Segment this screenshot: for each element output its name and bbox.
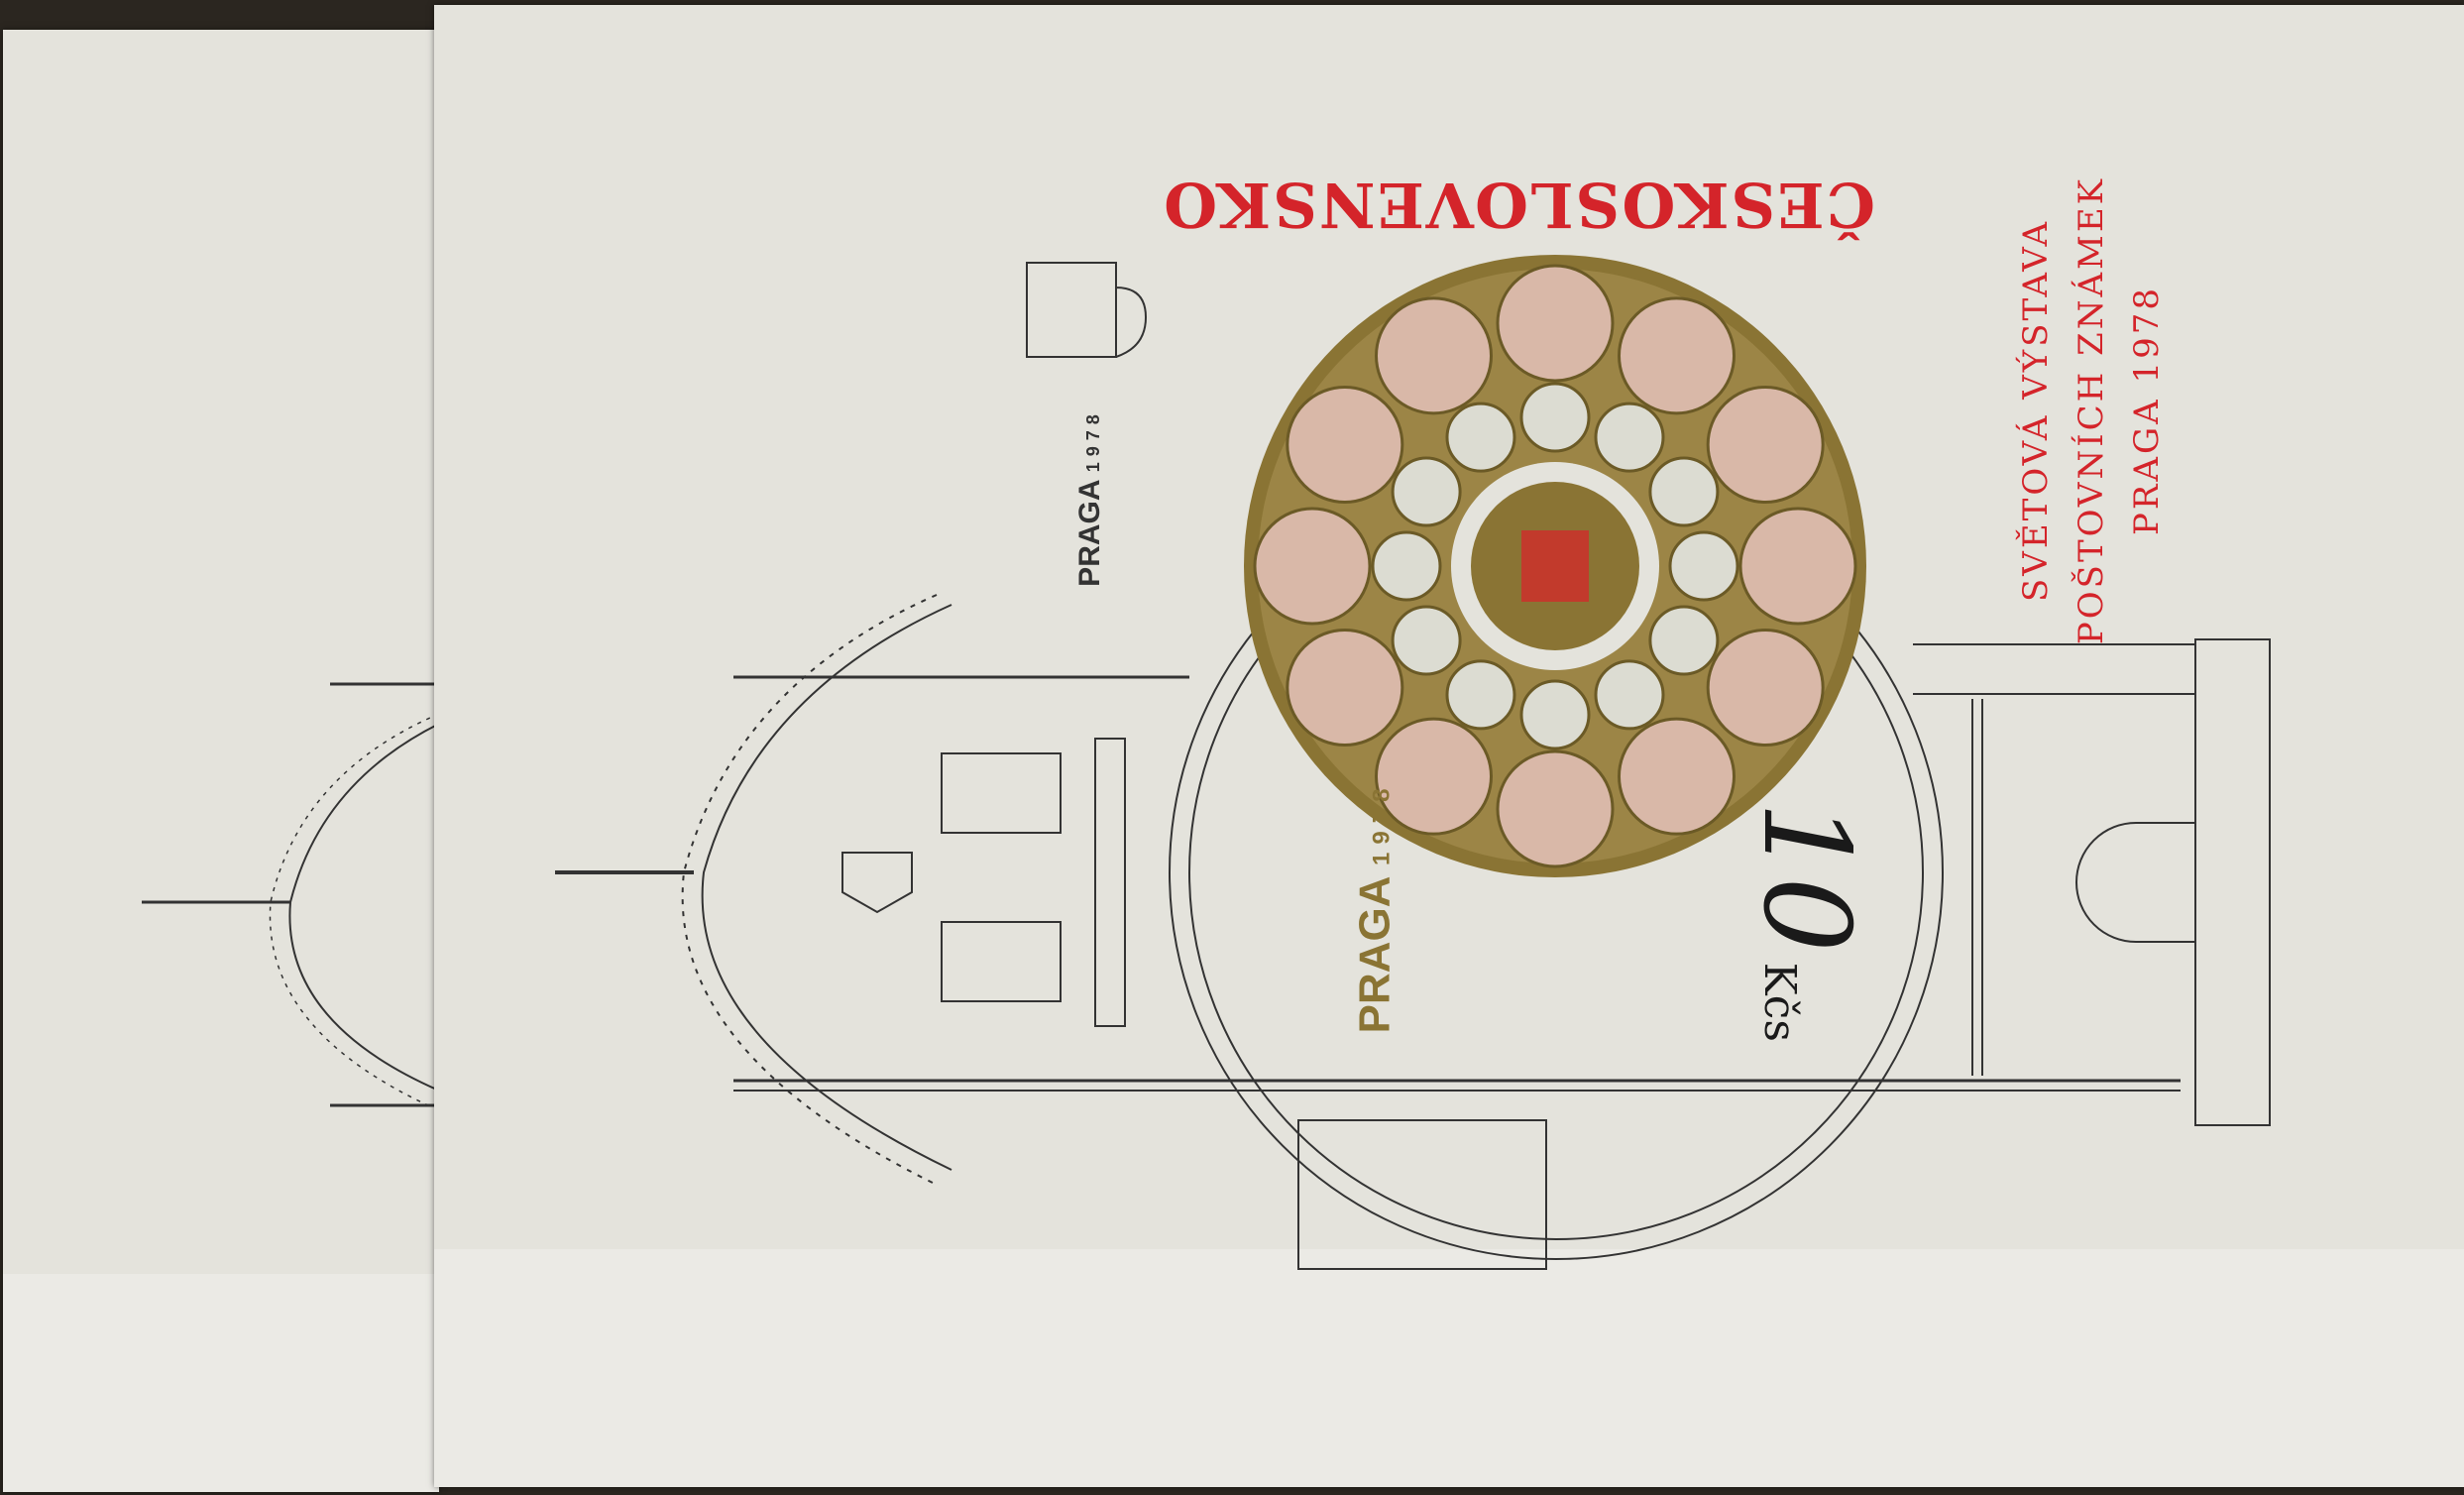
- exhibition-line: POŠTOVNÍCH ZNÁMEK: [2072, 175, 2111, 645]
- astronomical-clock-outline: [142, 682, 439, 1111]
- logo-text: PRAGA: [1072, 480, 1106, 587]
- zodiac-medallion: [1391, 456, 1462, 527]
- denomination-value: 10: [1736, 801, 1874, 953]
- month-medallion: [1496, 264, 1615, 383]
- denomination: 10Kčs: [1736, 801, 1874, 1042]
- exhibition-line: SVĚTOVÁ VÝSTAVA: [2016, 219, 2056, 602]
- zodiac-medallion: [1371, 530, 1442, 602]
- coat-of-arms: [1026, 262, 1148, 358]
- month-medallion: [1706, 386, 1825, 504]
- logo-text: PRAGA: [1350, 877, 1400, 1034]
- exhibition-text: SVĚTOVÁ VÝSTAVA POŠTOVNÍCH ZNÁMEK PRAGA …: [2008, 172, 2175, 648]
- medallion-ring: [1253, 264, 1857, 868]
- lower-band: [434, 1249, 2464, 1487]
- logo-year: 1978: [1082, 408, 1103, 473]
- month-medallion: [1286, 386, 1404, 504]
- country-title: ČESKOSLOVENSKO: [1162, 169, 1875, 241]
- lower-band: [3, 1274, 439, 1492]
- month-medallion: [1375, 717, 1493, 836]
- zodiac-medallion: [1391, 605, 1462, 676]
- zodiac-medallion: [1594, 402, 1665, 473]
- zodiac-medallion: [1648, 605, 1720, 676]
- zodiac-medallion: [1519, 679, 1591, 750]
- denomination-currency: Kčs: [1753, 962, 1805, 1042]
- zodiac-medallion: [1668, 530, 1739, 602]
- month-medallion: [1253, 507, 1372, 626]
- praga-logo-small: PRAGA 1978: [1073, 408, 1107, 587]
- month-medallion: [1738, 507, 1857, 626]
- month-medallion: [1286, 629, 1404, 747]
- zodiac-medallion: [1594, 659, 1665, 731]
- logo-year: 1978: [1368, 780, 1396, 865]
- praga-logo-large: PRAGA 1978: [1350, 781, 1400, 1034]
- souvenir-sheet-back: [3, 30, 439, 1492]
- zodiac-medallion: [1445, 402, 1516, 473]
- zodiac-rosette: [1244, 255, 1866, 877]
- month-medallion: [1618, 296, 1736, 415]
- exhibition-line: PRAGA 1978: [2127, 285, 2167, 536]
- zodiac-medallion: [1648, 456, 1720, 527]
- zodiac-medallion: [1445, 659, 1516, 731]
- prague-arms-center: [1521, 530, 1589, 602]
- month-medallion: [1375, 296, 1493, 415]
- month-medallion: [1706, 629, 1825, 747]
- month-medallion: [1618, 717, 1736, 836]
- zodiac-medallion: [1519, 382, 1591, 453]
- month-medallion: [1496, 749, 1615, 868]
